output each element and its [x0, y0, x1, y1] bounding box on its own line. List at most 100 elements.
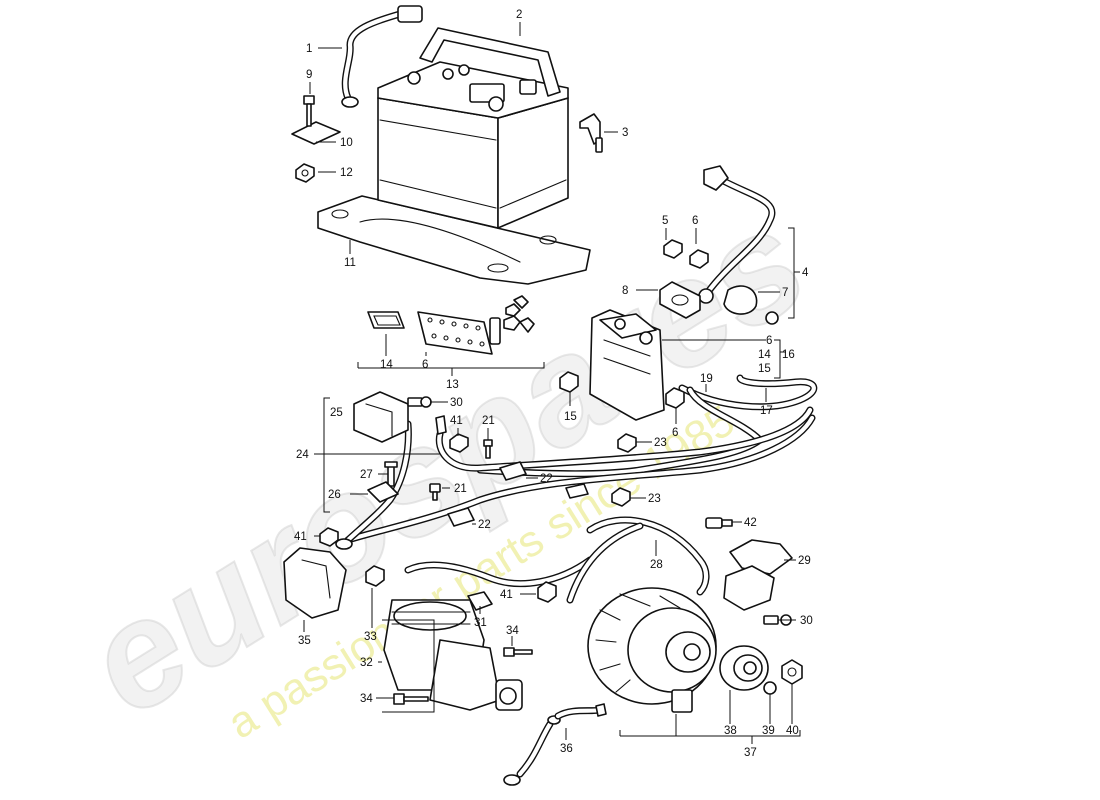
bracket-26[interactable]	[367, 481, 399, 503]
callout-37: 37	[744, 747, 757, 759]
gasket-8[interactable]	[659, 281, 701, 319]
distribution-box-16	[589, 309, 665, 421]
callout-labels: 1 2 3 9 10 12 11 5 6 4 8 7 14 6 13 6 14 …	[294, 9, 813, 759]
battery-cable-4[interactable]	[698, 165, 776, 304]
cover-35[interactable]	[283, 547, 347, 619]
callout-41-c: 41	[500, 589, 513, 601]
callout-8: 8	[622, 285, 628, 297]
bolt-34-top[interactable]	[503, 647, 533, 657]
callout-38: 38	[724, 725, 737, 737]
callout-5: 5	[662, 215, 668, 227]
nut-33[interactable]	[365, 565, 385, 587]
callout-30-b: 30	[800, 615, 813, 627]
callout-16: 16	[782, 349, 795, 361]
callout-6-c: 6	[766, 335, 772, 347]
terminal-3[interactable]	[579, 113, 603, 153]
callout-11: 11	[344, 257, 356, 269]
bolt-34-left[interactable]	[393, 693, 429, 705]
fuse-cover-14[interactable]	[367, 311, 405, 329]
callout-41-b: 41	[294, 531, 307, 543]
callout-21-a: 21	[482, 415, 495, 427]
cable-to-starter[interactable]	[404, 556, 594, 587]
callout-14-a: 14	[380, 359, 393, 371]
bracket-31[interactable]	[467, 591, 493, 611]
callout-14-b: 14	[758, 349, 771, 361]
callout-39: 39	[762, 725, 775, 737]
cable-24[interactable]	[435, 406, 814, 472]
nut-40[interactable]	[781, 659, 803, 685]
callout-24: 24	[296, 449, 309, 461]
callout-25: 25	[330, 407, 343, 419]
cap-29[interactable]	[729, 539, 793, 575]
clamp-10[interactable]	[291, 121, 341, 145]
bolt-42[interactable]	[705, 517, 733, 529]
callout-19: 19	[700, 373, 713, 385]
callout-33: 33	[364, 631, 377, 643]
callout-6-b: 6	[422, 359, 428, 371]
nut-12[interactable]	[295, 163, 315, 183]
callout-27: 27	[360, 469, 373, 481]
cable-28[interactable]	[566, 516, 710, 604]
leader-lines	[303, 22, 801, 744]
callout-42: 42	[744, 517, 757, 529]
clip-22-a[interactable]	[499, 461, 527, 481]
callout-22-a: 22	[540, 473, 553, 485]
callout-3: 3	[622, 127, 628, 139]
clip-22-b[interactable]	[565, 483, 589, 499]
battery-cable-1[interactable]	[341, 5, 423, 108]
clip-22-c[interactable]	[447, 507, 475, 527]
nut-5[interactable]	[663, 239, 683, 259]
callout-29: 29	[798, 555, 811, 567]
callout-10: 10	[340, 137, 353, 149]
callout-21-b: 21	[454, 483, 467, 495]
alternator-37	[587, 587, 717, 713]
bolt-9[interactable]	[303, 95, 315, 127]
callout-7: 7	[782, 287, 788, 299]
bolt-21-mid[interactable]	[429, 483, 441, 501]
callout-34-a: 34	[506, 625, 519, 637]
callout-23-a: 23	[654, 437, 667, 449]
nut-23-a[interactable]	[617, 433, 637, 453]
starter-32	[383, 599, 523, 711]
connector-29[interactable]	[723, 565, 775, 611]
nut-6-upper[interactable]	[689, 249, 709, 269]
nut-41-right[interactable]	[537, 581, 557, 603]
nut-6-lower[interactable]	[665, 387, 685, 409]
nut-41-left[interactable]	[319, 527, 339, 547]
cable-17[interactable]	[678, 374, 818, 411]
nut-15[interactable]	[559, 371, 579, 393]
callout-41-a: 41	[450, 415, 463, 427]
bolt-30-top[interactable]	[407, 396, 432, 408]
callout-4: 4	[802, 267, 809, 279]
callout-6-d: 6	[672, 427, 678, 439]
pulley-38[interactable]	[719, 645, 769, 691]
callout-22-b: 22	[478, 519, 491, 531]
fuse-screws[interactable]	[489, 295, 535, 345]
callout-32: 32	[360, 657, 373, 669]
holder-25[interactable]	[353, 391, 409, 443]
callout-30-a: 30	[450, 397, 463, 409]
callout-34-b: 34	[360, 693, 373, 705]
callout-2: 2	[516, 9, 522, 21]
callout-1: 1	[306, 43, 312, 55]
battery-2	[377, 27, 569, 229]
callout-31: 31	[474, 617, 487, 629]
callout-36: 36	[560, 743, 573, 755]
callout-9: 9	[306, 69, 312, 81]
callout-23-b: 23	[648, 493, 661, 505]
cap-7[interactable]	[723, 285, 779, 325]
fuse-strip-6[interactable]	[417, 311, 493, 355]
callout-40: 40	[786, 725, 799, 737]
cable-19[interactable]	[476, 386, 764, 478]
bolt-21-top[interactable]	[483, 439, 493, 459]
callout-12: 12	[340, 167, 353, 179]
callout-15-a: 15	[758, 363, 771, 375]
callout-13: 13	[446, 379, 459, 391]
callout-35: 35	[298, 635, 311, 647]
nut-23-b[interactable]	[611, 487, 631, 507]
callout-6-a: 6	[692, 215, 698, 227]
ground-cable-36[interactable]	[503, 703, 607, 786]
cable-lower[interactable]	[335, 414, 816, 550]
washer-39[interactable]	[763, 681, 777, 695]
